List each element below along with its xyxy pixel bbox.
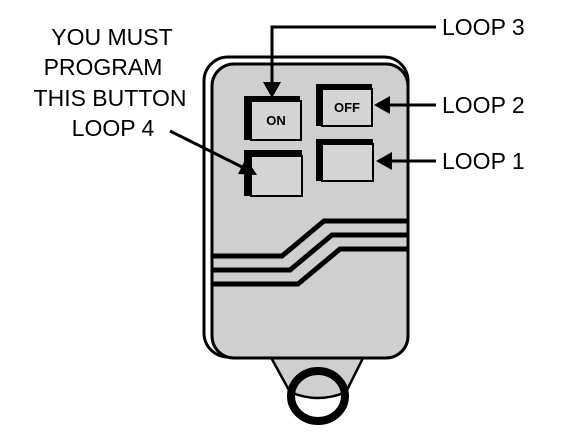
loop4-arrowhead [238, 158, 257, 175]
loop4-button[interactable] [244, 150, 303, 197]
off-button-label: OFF [334, 100, 360, 115]
loop4-button-face [250, 155, 303, 197]
loop2-arrowhead [374, 96, 390, 114]
on-button-label: ON [266, 113, 286, 128]
loop2-label: LOOP 2 [442, 92, 525, 118]
on-button[interactable]: ON [244, 96, 302, 141]
program-note-line-3: THIS BUTTON [34, 85, 187, 111]
leader-lines [169, 25, 436, 175]
loop3-leader [270, 25, 436, 86]
on-button-face [250, 100, 302, 141]
fob-body [202, 55, 410, 360]
loop4-leader [169, 129, 245, 170]
program-note-line-2: PROGRAM [44, 54, 163, 80]
loop3-label: LOOP 3 [442, 14, 525, 40]
loop1-arrowhead [376, 152, 392, 170]
body-stripe-1 [213, 218, 407, 259]
loop4-label: LOOP 4 [72, 115, 155, 141]
loop1-button-face [321, 143, 374, 182]
keyring [265, 350, 369, 425]
body-stripe-3 [213, 246, 407, 287]
loop1-label: LOOP 1 [442, 148, 525, 174]
program-note-line-1: YOU MUST [51, 24, 172, 50]
fob-body-face [210, 62, 410, 360]
body-stripe-2 [213, 232, 407, 273]
key-ring [287, 367, 349, 425]
loop1-button[interactable] [316, 139, 374, 182]
off-button[interactable]: OFF [316, 84, 373, 127]
off-button-face [321, 88, 373, 127]
loop3-arrowhead [263, 82, 281, 98]
